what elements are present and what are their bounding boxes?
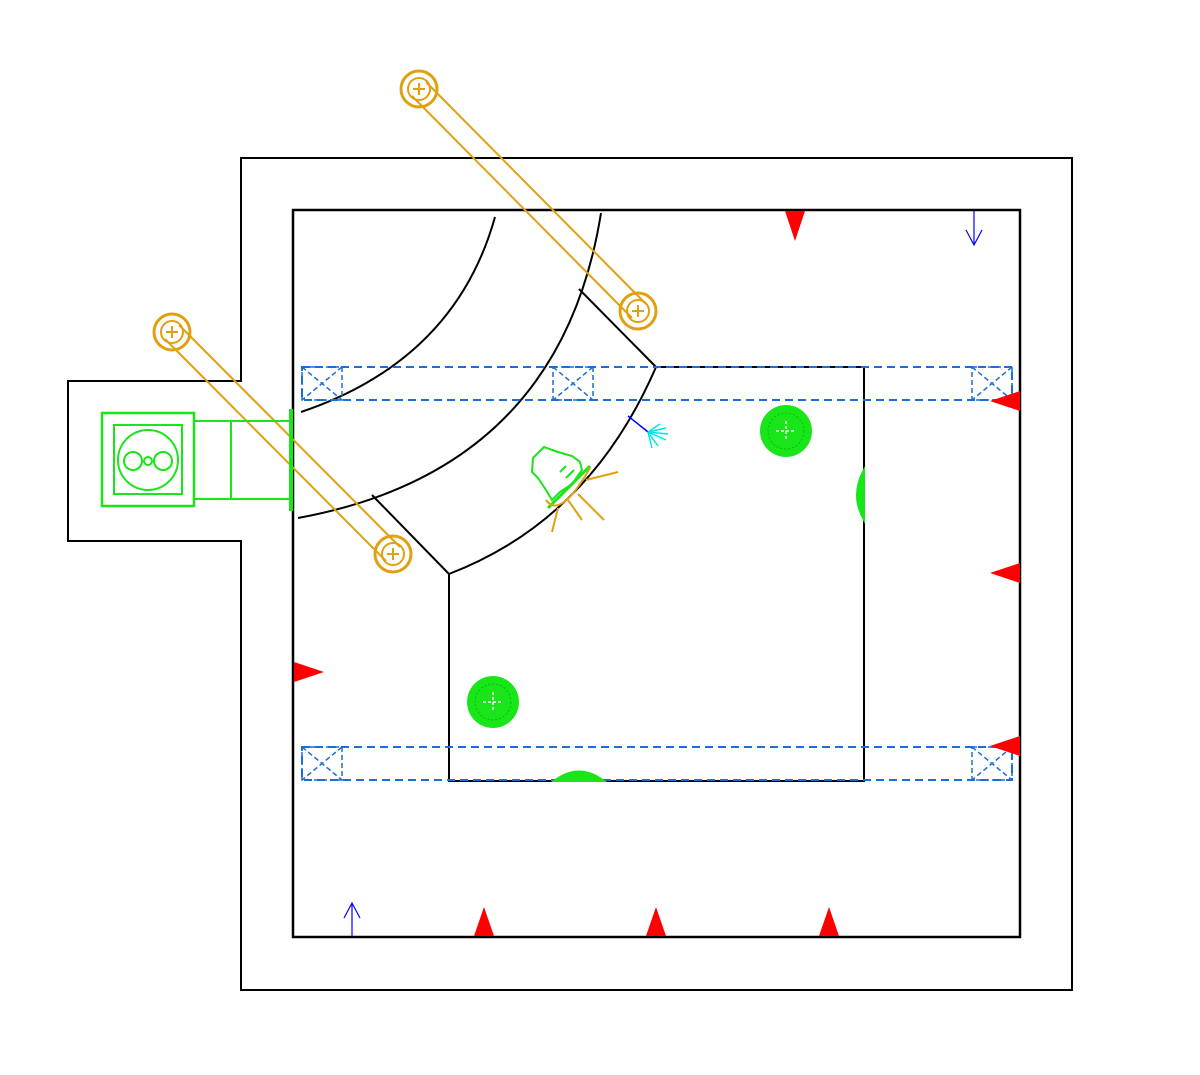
brace-top [399,69,658,331]
beam-cross-icon [301,366,343,401]
beam-cross-icon [971,366,1013,401]
triangle-marker-icon [646,907,666,936]
beam-cross-icon [552,366,594,401]
brace-anchor-icon [399,69,439,109]
floor-drain-icon [760,405,812,457]
wall-plate [289,409,293,511]
beam-cross-icon [301,746,343,781]
marker-group [294,211,1020,936]
triangle-marker-icon [990,391,1020,411]
beam-top [301,366,1013,401]
curved-platform-inner-arc [300,216,496,413]
wall-light-icon [551,770,607,782]
curved-platform-outer-arc [297,212,602,519]
wall-light-icon [856,466,865,524]
outer-wall-outline [67,157,1073,991]
sprinkler-icon [627,415,669,449]
triangle-marker-icon [990,563,1020,583]
triangle-marker-icon [294,662,324,682]
triangle-marker-icon [819,907,839,936]
triangle-marker-icon [785,211,805,241]
brace-anchor-icon [152,312,192,352]
beam-bottom [301,746,1013,781]
brace-anchor-icon [373,534,413,574]
triangle-marker-icon [474,907,494,936]
lamp-icon [530,445,619,533]
curved-platform-edge-bottom [371,494,450,575]
triangle-marker-icon [990,736,1020,756]
outlet-box-icon [100,411,291,508]
beam-top-outline [301,366,1013,401]
brace-anchor-icon [618,291,658,331]
brace-left [152,312,413,574]
floor-drain-icon [467,676,519,728]
curved-platform-edge-top [578,288,657,368]
beam-cross-icon [971,746,1013,781]
direction-arrow-icon [343,901,361,936]
beam-bottom-outline [301,746,1013,781]
direction-arrow-icon [965,211,983,247]
inner-room-outline [291,208,1022,939]
